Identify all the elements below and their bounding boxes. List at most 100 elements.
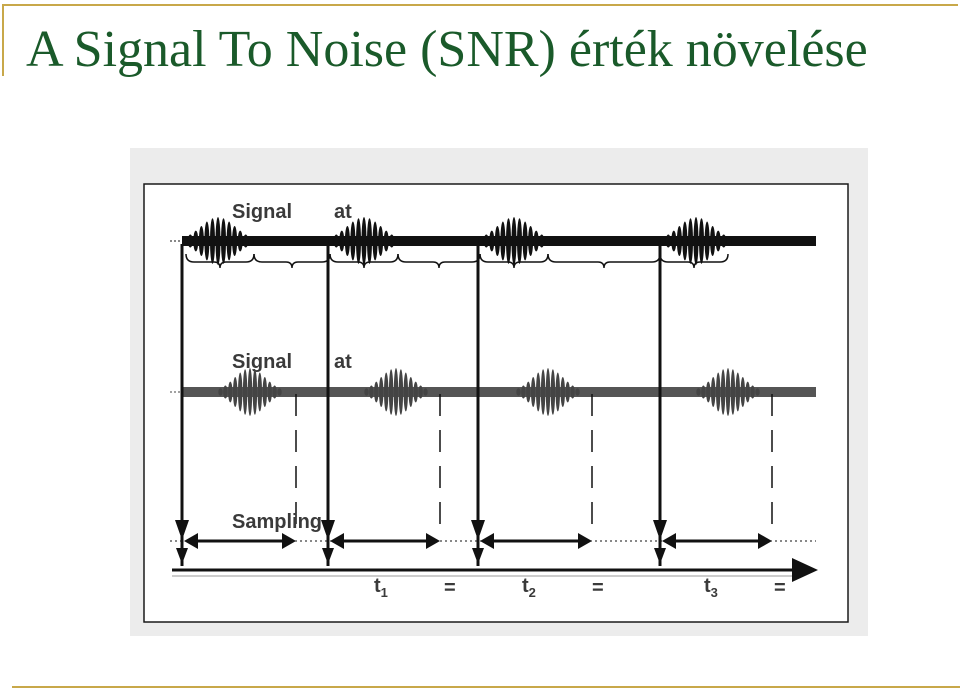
burst-lobe xyxy=(531,377,536,407)
burst-lobe xyxy=(394,237,400,245)
burst-lobe xyxy=(506,218,511,264)
burst-lobe xyxy=(350,221,356,261)
burst-lobe xyxy=(356,218,361,264)
trigger-arrowhead-2 xyxy=(321,520,335,540)
burst-lobe xyxy=(528,226,534,256)
row-2-burst-2 xyxy=(364,368,428,416)
trigger-arrowhead-low-4 xyxy=(654,548,666,564)
burst-lobe xyxy=(257,372,262,412)
left-rule xyxy=(2,4,4,76)
burst-lobe xyxy=(187,234,193,248)
burst-lobe xyxy=(221,218,226,264)
burst-lobe xyxy=(500,221,506,261)
row-1-at-label: at xyxy=(334,201,352,223)
burst-lobe xyxy=(522,221,528,261)
burst-lobe xyxy=(378,226,384,256)
burst-lobe xyxy=(374,381,379,403)
burst-lobe xyxy=(333,234,339,248)
burst-lobe xyxy=(745,381,750,403)
burst-lobe xyxy=(277,388,282,396)
burst-lobe xyxy=(238,372,243,412)
burst-lobe xyxy=(575,388,580,396)
sampling-arrow-left-1 xyxy=(184,533,198,549)
burst-lobe xyxy=(248,237,254,245)
burst-lobe xyxy=(555,372,560,412)
burst-lobe xyxy=(483,234,489,248)
burst-lobe xyxy=(237,230,243,252)
trigger-arrowhead-1 xyxy=(175,520,189,540)
burst-lobe xyxy=(682,221,688,261)
burst-lobe xyxy=(193,230,199,252)
diagram-canvas: Signal at Signal at Sampling xyxy=(130,148,868,636)
burst-lobe xyxy=(408,377,413,407)
row-1-burst-1 xyxy=(182,217,254,265)
row-2-burst-3 xyxy=(516,368,580,416)
row-3-sampling: Sampling xyxy=(170,511,816,549)
burst-lobe xyxy=(267,381,272,403)
burst-lobe xyxy=(182,237,188,245)
sampling-arrow-right-3 xyxy=(578,533,592,549)
time-label-eq-2: = xyxy=(592,577,604,599)
burst-lobe xyxy=(423,388,428,396)
burst-lobe xyxy=(570,385,575,399)
trigger-arrowhead-3 xyxy=(471,520,485,540)
burst-lobe xyxy=(665,234,671,248)
bottom-rule xyxy=(12,686,960,688)
burst-lobe xyxy=(565,381,570,403)
burst-lobe xyxy=(671,230,677,252)
time-label-t2: t2 xyxy=(522,575,536,600)
row-2-signal-label: Signal xyxy=(232,351,292,373)
burst-lobe xyxy=(383,230,389,252)
burst-lobe xyxy=(696,388,701,396)
row-2-at-label: at xyxy=(334,351,352,373)
row-2-burst-4 xyxy=(696,368,760,416)
burst-lobe xyxy=(218,388,223,396)
time-label-t1: t1 xyxy=(374,575,388,600)
row-1-brace-3 xyxy=(329,253,399,269)
row-2-baseline xyxy=(182,387,816,397)
burst-lobe xyxy=(478,237,484,245)
snr-diagram: Signal at Signal at Sampling xyxy=(130,148,868,636)
burst-lobe xyxy=(706,381,711,403)
burst-lobe xyxy=(489,230,495,252)
sampling-arrow-right-4 xyxy=(758,533,772,549)
trigger-arrowhead-low-2 xyxy=(322,548,334,564)
burst-lobe xyxy=(721,234,727,248)
burst-lobe xyxy=(262,377,267,407)
burst-lobe xyxy=(413,381,418,403)
top-rule xyxy=(2,4,958,6)
burst-lobe xyxy=(204,221,210,261)
burst-lobe xyxy=(389,234,395,248)
vertical-trigger-lines xyxy=(175,244,667,566)
trigger-arrowhead-low-3 xyxy=(472,548,484,564)
row-1-burst-4 xyxy=(660,217,732,265)
burst-lobe xyxy=(233,377,238,407)
burst-lobe xyxy=(339,230,345,252)
row-2-signal: Signal at xyxy=(170,351,816,416)
burst-lobe xyxy=(223,385,228,399)
burst-lobe xyxy=(344,226,350,256)
row-2-bursts xyxy=(218,368,760,416)
burst-lobe xyxy=(716,372,721,412)
burst-lobe xyxy=(403,372,408,412)
time-label-eq-1: = xyxy=(444,577,456,599)
dashed-guides xyxy=(295,394,773,538)
burst-lobe xyxy=(388,369,394,415)
burst-lobe xyxy=(726,237,732,245)
burst-lobe xyxy=(272,385,277,399)
burst-lobe xyxy=(521,385,526,399)
burst-lobe xyxy=(688,218,693,264)
row-1-brace-4 xyxy=(397,253,481,269)
row-1-brace-6 xyxy=(547,253,661,269)
burst-lobe xyxy=(545,368,551,416)
burst-lobe xyxy=(730,369,736,415)
burst-lobe xyxy=(247,368,253,416)
burst-lobe xyxy=(720,369,726,415)
row-1-bursts xyxy=(182,217,732,265)
burst-lobe xyxy=(517,218,522,264)
burst-lobe xyxy=(372,221,378,261)
burst-lobe xyxy=(539,234,545,248)
burst-lobe xyxy=(494,226,500,256)
burst-lobe xyxy=(544,237,550,245)
burst-lobe xyxy=(418,385,423,399)
